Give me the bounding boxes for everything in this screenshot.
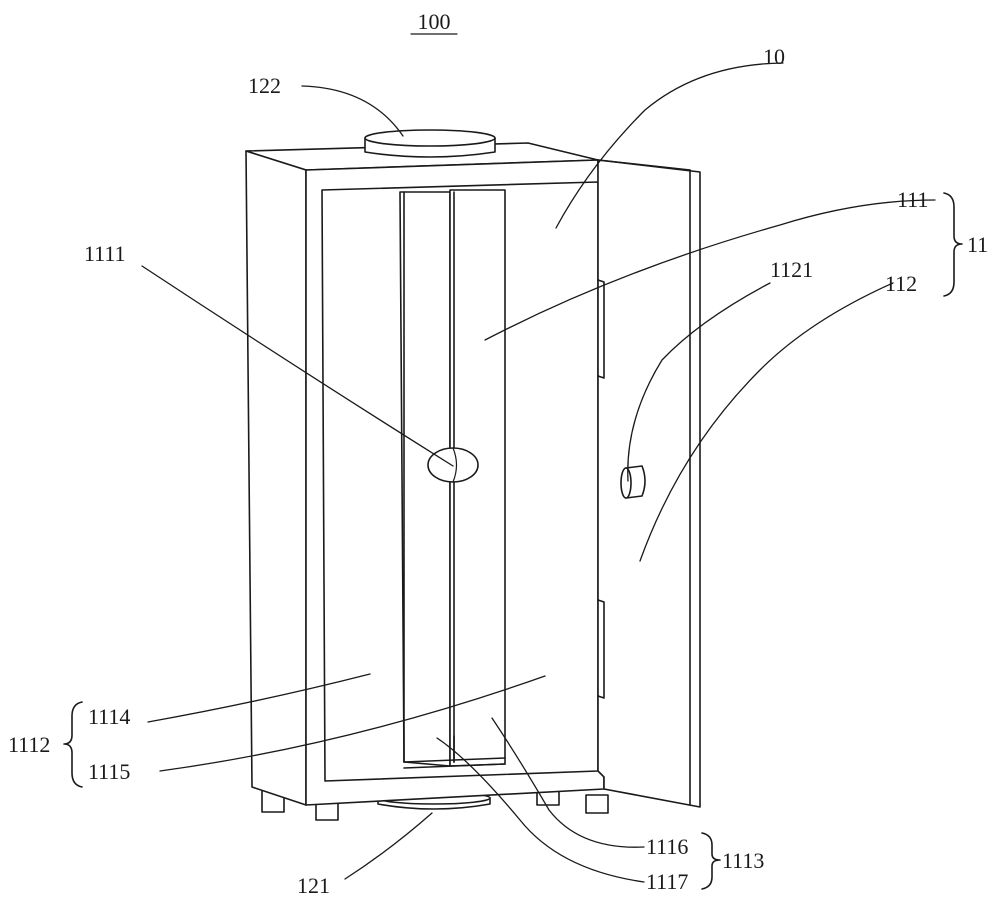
brace-11 [943,192,963,297]
label-122: 122 [248,73,281,98]
leader-lines [141,62,936,883]
door [597,159,701,808]
label-1116: 1116 [646,834,688,859]
door-knob [620,465,646,499]
label-112: 112 [885,271,917,296]
label-1113: 1113 [722,848,764,873]
top-disc [364,129,496,158]
panel-hole [427,447,479,483]
label-121: 121 [297,873,330,898]
label-1112: 1112 [8,732,50,757]
label-11: 11 [967,232,988,257]
label-10: 10 [763,44,785,69]
figure-title: 100 [418,9,451,34]
label-1121: 1121 [770,257,813,282]
label-111: 111 [897,187,928,212]
label-1115: 1115 [88,759,130,784]
label-1114: 1114 [88,704,130,729]
brace-1112 [63,701,83,788]
brace-1113 [701,832,721,890]
label-1111: 1111 [84,241,126,266]
label-1117: 1117 [646,869,688,894]
